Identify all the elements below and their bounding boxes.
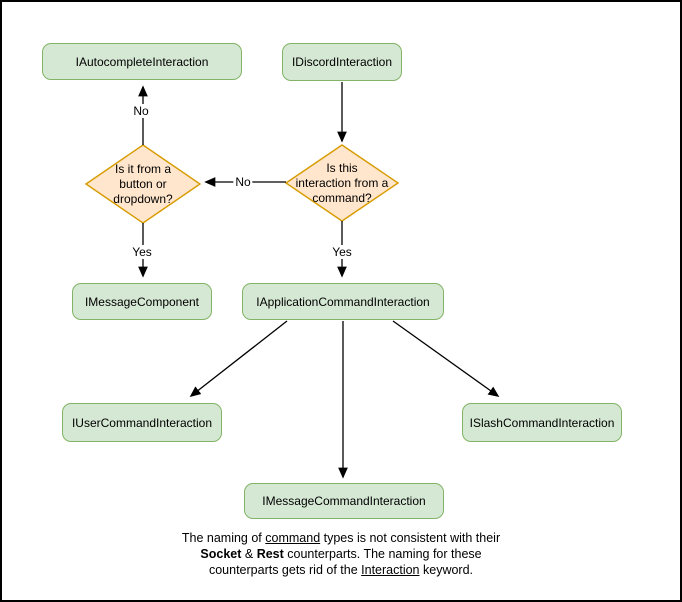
edge-label-no-left: No <box>233 175 253 189</box>
footnote-line-3: counterparts gets rid of the Interaction… <box>208 563 474 577</box>
decision-command-shape <box>284 144 400 222</box>
node-application-command-interaction: IApplicationCommandInteraction <box>242 283 444 320</box>
node-message-command-interaction: IMessageCommandInteraction <box>244 483 444 519</box>
arrow-application-to-user-command <box>189 320 288 398</box>
node-autocomplete-interaction: IAutocompleteInteraction <box>42 43 242 80</box>
decision-button-dropdown-shape <box>84 144 202 224</box>
edge-label-yes-right: Yes <box>330 245 354 259</box>
footnote-line-1: The naming of command types is not consi… <box>181 531 501 545</box>
edge-label-yes-left: Yes <box>130 245 154 259</box>
node-user-command-interaction: IUserCommandInteraction <box>62 403 222 442</box>
footnote: The naming of command types is not consi… <box>2 530 680 578</box>
node-message-component: IMessageComponent <box>72 283 212 320</box>
footnote-line-2: Socket & Rest counterparts. The naming f… <box>200 547 482 561</box>
node-slash-command-interaction: ISlashCommandInteraction <box>462 403 622 442</box>
decision-button-dropdown-label: Is it from a button or dropdown? <box>113 161 173 206</box>
decision-command-label: Is this interaction from a command? <box>295 160 389 205</box>
arrow-application-to-slash-command <box>392 320 500 397</box>
edge-label-no-up: No <box>131 104 151 118</box>
node-discord-interaction: IDiscordInteraction <box>282 43 402 81</box>
